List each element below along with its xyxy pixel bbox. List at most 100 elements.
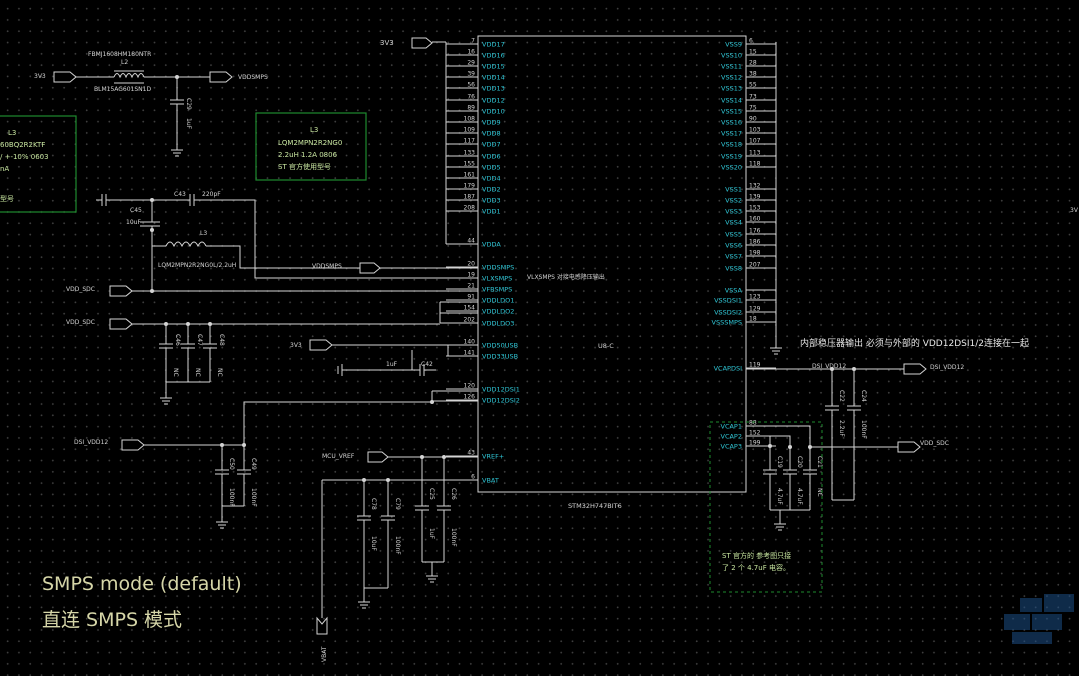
pin-number: 129 — [749, 306, 761, 313]
pin-name: VDD33USB — [482, 353, 518, 361]
c47-ref: C47 — [196, 334, 203, 346]
pin-name: VSS1 — [725, 186, 742, 194]
net-flag-vdd-sdc-2[interactable]: VDD_SDC — [66, 318, 440, 330]
vdd-bus-wiring — [432, 41, 478, 357]
pin-number: 108 — [464, 116, 476, 123]
net-flag-vdd-sdc-1[interactable]: VDD_SDC — [66, 285, 133, 297]
c50-value: 100nF — [228, 488, 235, 507]
l3-annotation: LQM2MPN2R2NG0L/2.2uH — [158, 262, 236, 269]
mcu-symbol[interactable]: U8-C STM32H747BIT6 — [477, 35, 747, 510]
pin-number: 39 — [467, 71, 475, 78]
pin-number: 160 — [749, 216, 761, 223]
vdd-sdc-right-section[interactable]: VDD_SDC — [810, 440, 949, 453]
c20-ref: C20 — [796, 456, 803, 468]
mcu-body[interactable] — [477, 35, 747, 493]
dsi-vdd12-left-section[interactable]: DSI_VDD12 C50 C49 100nF 100nF — [74, 390, 478, 529]
pin-number: 176 — [749, 228, 761, 235]
note-box-l3-left[interactable]: L3 60BQ2R2KTF / +-10% 0603 nA 型号 — [0, 115, 77, 213]
pin-number: 202 — [464, 317, 476, 324]
pin-name: VCAP3 — [721, 443, 743, 451]
c46-nc: NC — [172, 368, 179, 377]
vcap-note-box[interactable]: ST 官方的 参考图只接 了 2 个 4.7uF 电容。 — [709, 421, 823, 593]
l3-left-line-1: L3 — [8, 129, 16, 137]
dsi-vdd12-right-section[interactable]: DSI_VDD12 DSI_VDD12 C22 C24 2.2uF 100nF — [746, 363, 964, 501]
pin-name: VSS18 — [721, 141, 742, 149]
pin-number: 75 — [749, 105, 757, 112]
vref-vbat-section[interactable]: MCU_VREF VBAT C78 C79 C25 C26 10uF 100nF… — [316, 451, 478, 662]
pin-name: VDD13 — [482, 85, 505, 93]
net-flag-3v3-top[interactable]: 3V3 — [380, 37, 433, 49]
pin-number: 19 — [467, 272, 475, 279]
net-3v3-usb-label: 3V3 — [290, 342, 302, 349]
mcu-pin-vssa[interactable]: VSSA — [725, 287, 776, 295]
smps-inductor-section[interactable]: C43 220pF C45 10uF L3 LQM2MPN2R2NG0L/2.2… — [96, 191, 605, 293]
pin-number: 139 — [749, 194, 761, 201]
l2-ferrite-section[interactable]: 3V3 VDDSMPS FBMJ1608HM180NTR L2 BLM15AG6… — [34, 51, 268, 157]
c46-ref: C46 — [174, 334, 181, 346]
pin-name: VSSA — [725, 287, 743, 295]
ldo-decoupling-caps[interactable]: C46 C47 C48 NC NC NC — [159, 322, 225, 405]
note-box-l3-right[interactable]: L3 LQM2MPN2R2NG0 2.2uH 1.2A 0806 ST 官方使用… — [255, 112, 367, 181]
vcap-caps-section[interactable]: C19 C20 C21 4.7uF 4.7uF NC — [746, 425, 823, 531]
c49-value: 100nF — [250, 488, 257, 507]
pin-name: VDD7 — [482, 141, 501, 149]
c26-ref: C26 — [450, 488, 457, 500]
usb-supply-section[interactable]: 3V3 1uF C42 — [290, 339, 436, 376]
